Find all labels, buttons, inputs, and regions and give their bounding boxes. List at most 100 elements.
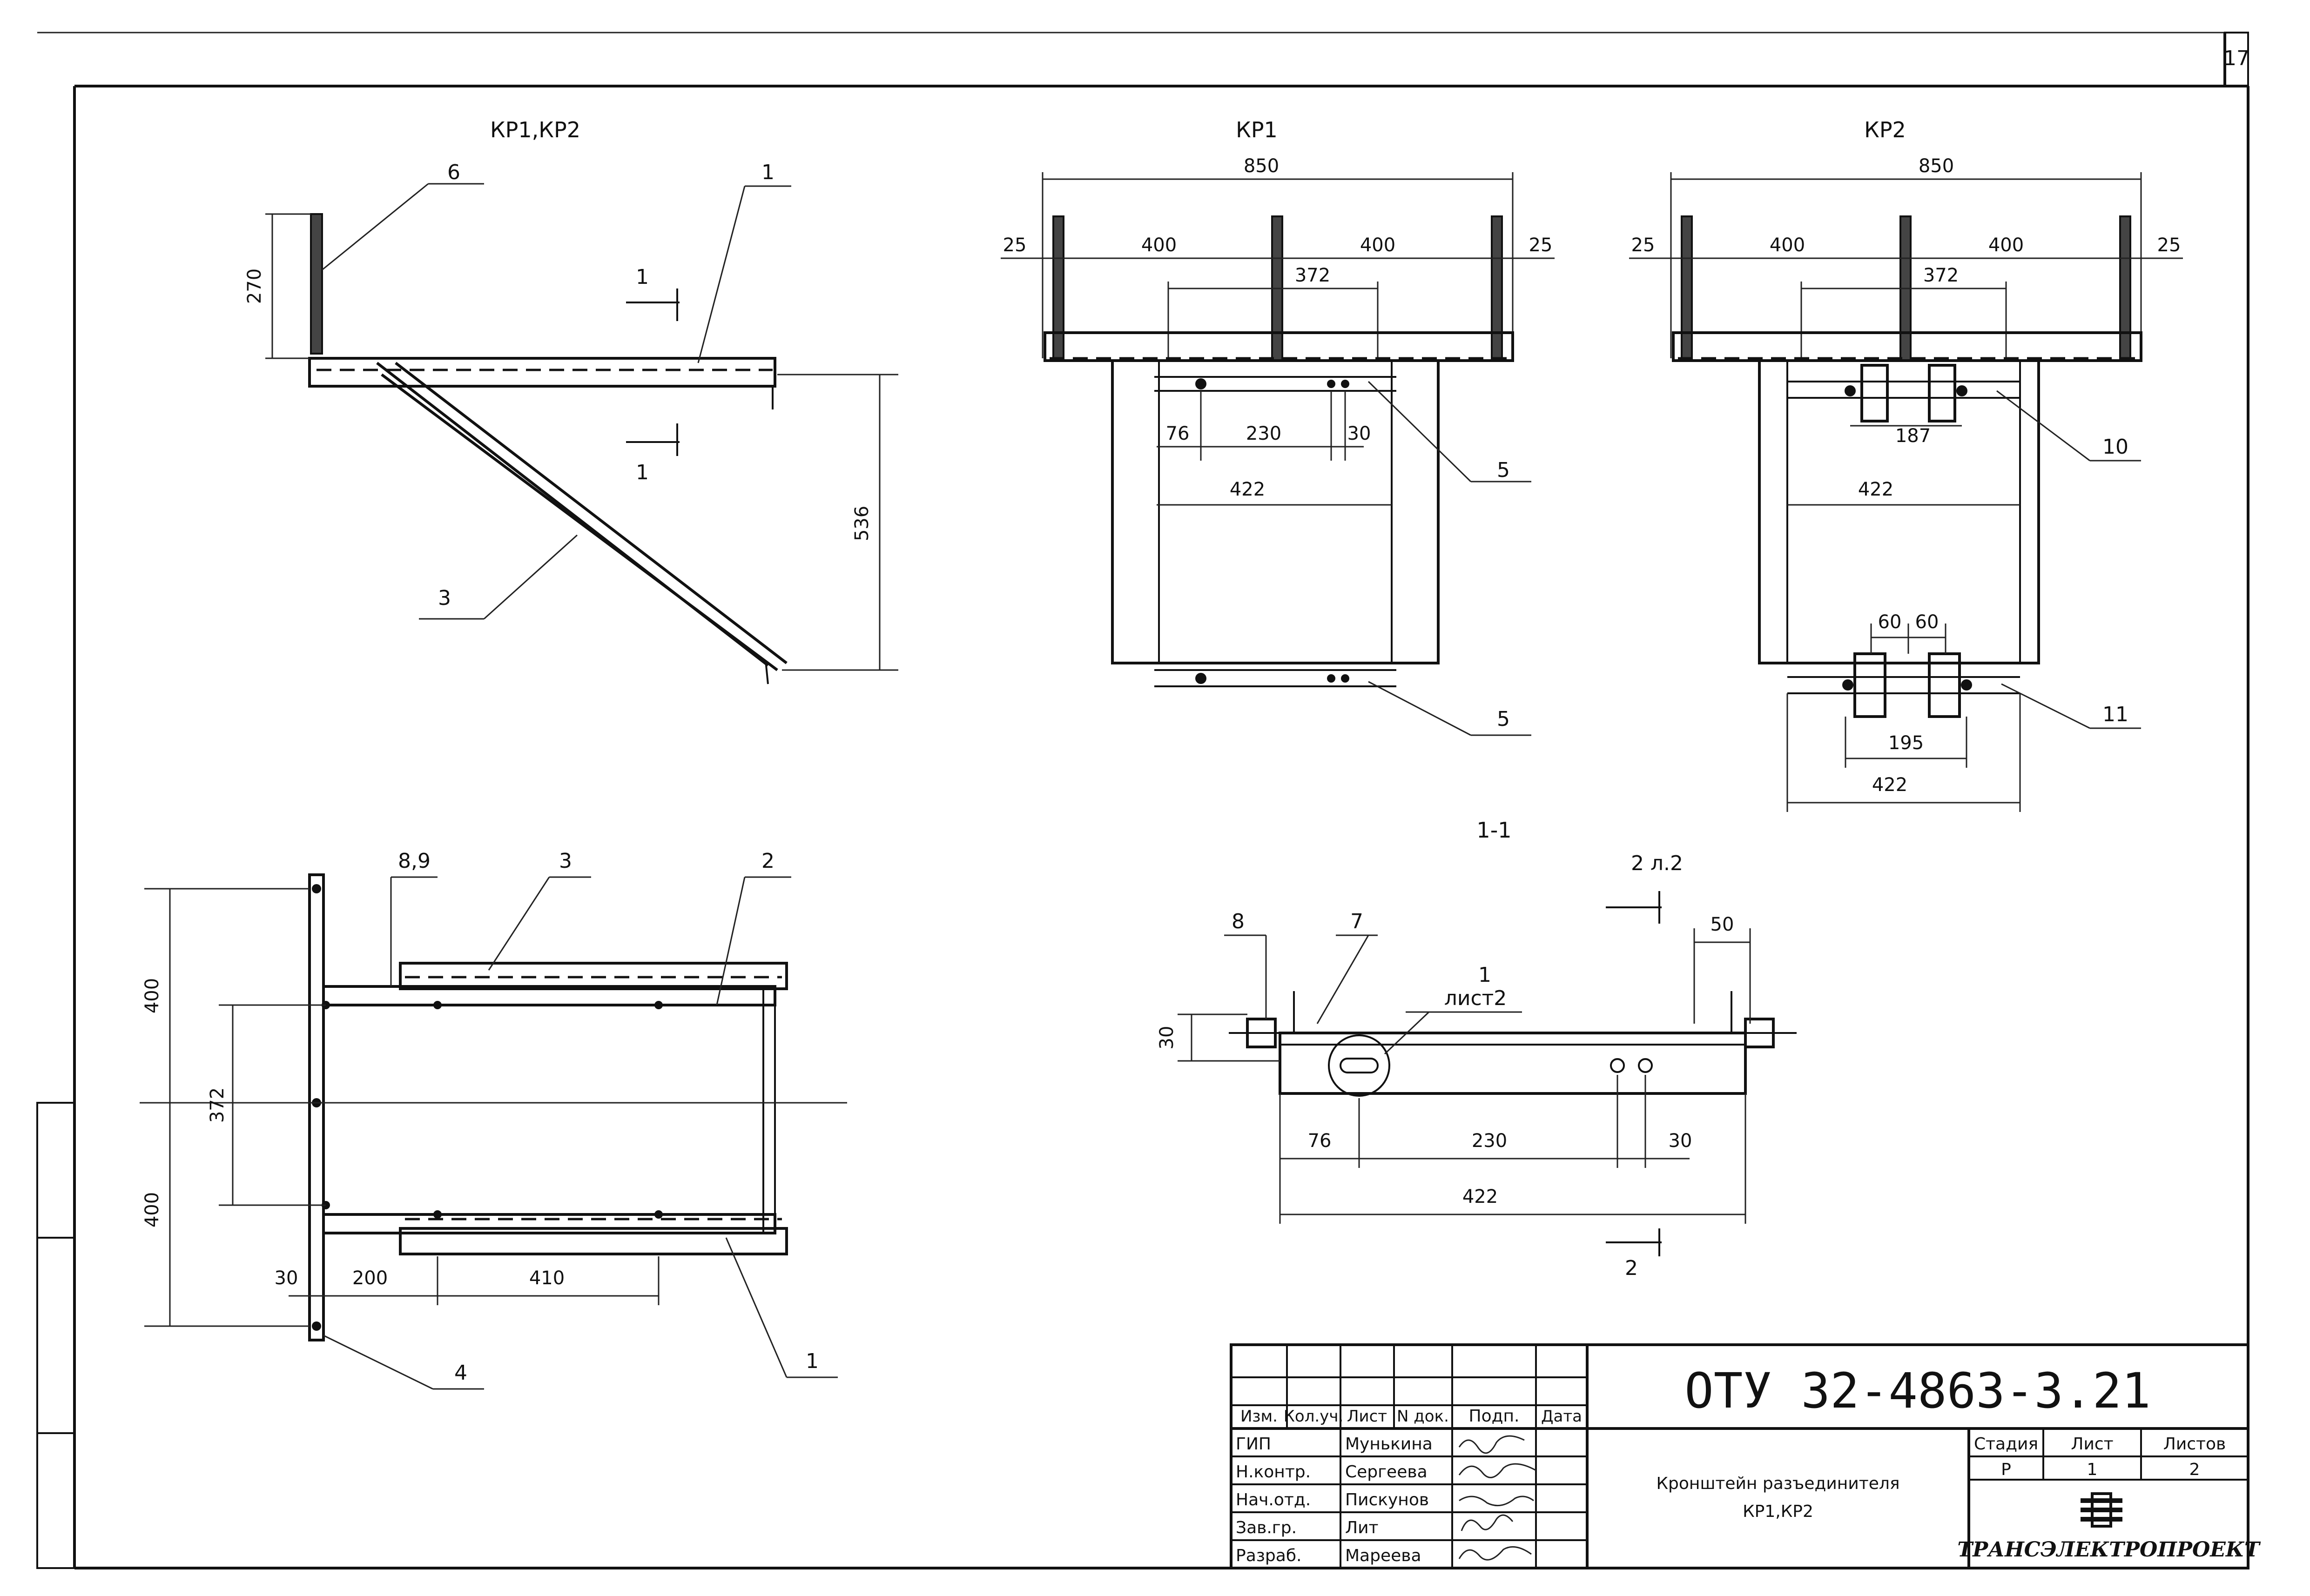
plan-callout-8-9: 8,9 bbox=[398, 849, 431, 873]
callout-1: 1 bbox=[761, 161, 774, 184]
sheet-label: Лист bbox=[2071, 1435, 2113, 1454]
plan-callout-1: 1 bbox=[806, 1349, 819, 1373]
kr2-dim-60-right: 60 bbox=[1915, 611, 1939, 633]
hdr-podp: Подп. bbox=[1469, 1407, 1520, 1426]
kr1-dim-372: 372 bbox=[1295, 265, 1330, 286]
kr2-dim-60-left: 60 bbox=[1878, 611, 1902, 633]
kr1-dim-25-right: 25 bbox=[1529, 235, 1553, 256]
kr2-dim-850: 850 bbox=[1919, 155, 1954, 177]
section-plate bbox=[1279, 1032, 1747, 1095]
kr2-dim-422-top: 422 bbox=[1858, 479, 1893, 500]
section-ref-bottom: 2 bbox=[1625, 1256, 1638, 1280]
kr1-dim-76: 76 bbox=[1166, 423, 1190, 444]
side-view-title: КР1,КР2 bbox=[490, 117, 580, 142]
description-line2: КР1,КР2 bbox=[1743, 1502, 1813, 1521]
section-mark-bottom: 1 bbox=[636, 461, 649, 484]
section-callout-1: 1 bbox=[1478, 963, 1491, 987]
plan-callout-3: 3 bbox=[559, 849, 572, 873]
name-razrab: Мареева bbox=[1345, 1546, 1421, 1565]
kr2-callout-11: 11 bbox=[2102, 703, 2128, 726]
kr1-callout-5-top: 5 bbox=[1497, 458, 1510, 482]
section-view: 1-1 2 л.2 2 30 50 76 230 30 bbox=[1156, 818, 1797, 1280]
section-callout-8: 8 bbox=[1232, 910, 1245, 933]
kr1-dim-850: 850 bbox=[1244, 155, 1279, 177]
plan-dim-410: 410 bbox=[529, 1267, 565, 1289]
kr2-dim-195: 195 bbox=[1888, 732, 1924, 754]
plan-dim-400-top: 400 bbox=[141, 978, 163, 1013]
hdr-izm: Изм. bbox=[1240, 1407, 1278, 1426]
kr1-title: КР1 bbox=[1236, 117, 1278, 142]
sheets-label: Листов bbox=[2163, 1435, 2226, 1454]
post bbox=[311, 214, 322, 354]
plan-callout-4: 4 bbox=[454, 1361, 467, 1385]
description-line1: Кронштейн разъединителя bbox=[1656, 1474, 1899, 1493]
kr1-dim-30: 30 bbox=[1347, 423, 1371, 444]
kr1-dim-230: 230 bbox=[1246, 423, 1281, 444]
kr1-view: КР1 850 25 400 400 25 372 bbox=[1001, 117, 1555, 736]
callout-6: 6 bbox=[447, 161, 460, 184]
kr1-dim-400-left: 400 bbox=[1141, 235, 1177, 256]
kr1-dim-422: 422 bbox=[1230, 479, 1265, 500]
plan-dim-30: 30 bbox=[275, 1267, 298, 1289]
section-dim-30-left: 30 bbox=[1156, 1026, 1178, 1050]
kr1-dim-25-left: 25 bbox=[1003, 235, 1027, 256]
signatures bbox=[1458, 1435, 1536, 1561]
hdr-ndok: N док. bbox=[1397, 1407, 1449, 1426]
kr2-dim-25-right: 25 bbox=[2157, 235, 2181, 256]
doc-code: ОТУ 32-4863-3.21 bbox=[1684, 1362, 2151, 1419]
name-nkontr: Сергеева bbox=[1345, 1462, 1428, 1482]
kr2-callout-10: 10 bbox=[2102, 435, 2128, 459]
sheets-value: 2 bbox=[2189, 1460, 2200, 1479]
company-name: ТРАНСЭЛЕКТРОПРОЕКТ bbox=[1957, 1538, 2261, 1562]
kr2-dim-422-bottom: 422 bbox=[1872, 774, 1907, 796]
sheet-value: 1 bbox=[2087, 1460, 2098, 1479]
section-dim-422: 422 bbox=[1462, 1186, 1498, 1207]
dim-536: 536 bbox=[851, 506, 873, 541]
kr1-dim-400-right: 400 bbox=[1360, 235, 1395, 256]
name-zavgr: Лит bbox=[1345, 1518, 1378, 1537]
title-block: ОТУ 32-4863-3.21 Изм. Кол.уч. Лист N док… bbox=[1230, 1343, 2261, 1569]
role-nkontr: Н.контр. bbox=[1236, 1462, 1311, 1482]
kr2-dim-372: 372 bbox=[1923, 265, 1959, 286]
role-zavgr: Зав.гр. bbox=[1236, 1518, 1297, 1537]
hdr-data: Дата bbox=[1541, 1407, 1582, 1426]
callout-3: 3 bbox=[438, 586, 451, 610]
kr1-callout-5-bottom: 5 bbox=[1497, 707, 1510, 731]
sheet-frame bbox=[36, 32, 2249, 1569]
section-dim-230: 230 bbox=[1472, 1130, 1507, 1152]
plan-view: 400 372 400 30 200 410 8,9 3 2 4 1 bbox=[140, 849, 847, 1390]
sheet-number: 17 bbox=[2223, 47, 2249, 70]
section-mark-top: 1 bbox=[636, 265, 649, 289]
section-ref-top: 2 л.2 bbox=[1631, 852, 1683, 875]
company-logo-icon bbox=[2081, 1492, 2122, 1528]
hdr-list: Лист bbox=[1347, 1407, 1387, 1426]
hdr-kol-uch: Кол.уч. bbox=[1284, 1407, 1344, 1426]
plan-post bbox=[308, 873, 325, 1341]
role-razrab: Разраб. bbox=[1236, 1546, 1301, 1565]
name-nachotd: Пискунов bbox=[1345, 1490, 1429, 1509]
stage-value: Р bbox=[2001, 1460, 2011, 1479]
role-nachotd: Нач.отд. bbox=[1236, 1490, 1311, 1509]
kr2-dim-25-left: 25 bbox=[1631, 235, 1655, 256]
section-dim-30-right: 30 bbox=[1669, 1130, 1692, 1152]
section-dim-76: 76 bbox=[1308, 1130, 1332, 1152]
section-dim-50: 50 bbox=[1711, 914, 1734, 935]
plan-dim-400-bottom: 400 bbox=[141, 1192, 163, 1227]
dim-270: 270 bbox=[244, 268, 265, 304]
plan-dim-200: 200 bbox=[352, 1267, 388, 1289]
side-view: КР1,КР2 270 536 6 1 3 bbox=[244, 117, 898, 684]
plan-callout-2: 2 bbox=[761, 849, 774, 873]
stage-label: Стадия bbox=[1974, 1435, 2038, 1454]
kr2-title: КР2 bbox=[1864, 117, 1906, 142]
section-callout-sheet2: лист2 bbox=[1444, 986, 1507, 1010]
kr2-dim-400-left: 400 bbox=[1770, 235, 1805, 256]
plan-dim-372: 372 bbox=[207, 1087, 228, 1123]
role-gip: ГИП bbox=[1236, 1435, 1271, 1454]
kr2-dim-187: 187 bbox=[1895, 425, 1931, 447]
kr2-view: КР2 850 25 400 400 25 372 bbox=[1629, 117, 2183, 812]
beam bbox=[308, 357, 776, 388]
section-callout-7: 7 bbox=[1350, 910, 1363, 933]
section-title: 1-1 bbox=[1476, 818, 1511, 843]
kr2-dim-400-right: 400 bbox=[1988, 235, 2024, 256]
